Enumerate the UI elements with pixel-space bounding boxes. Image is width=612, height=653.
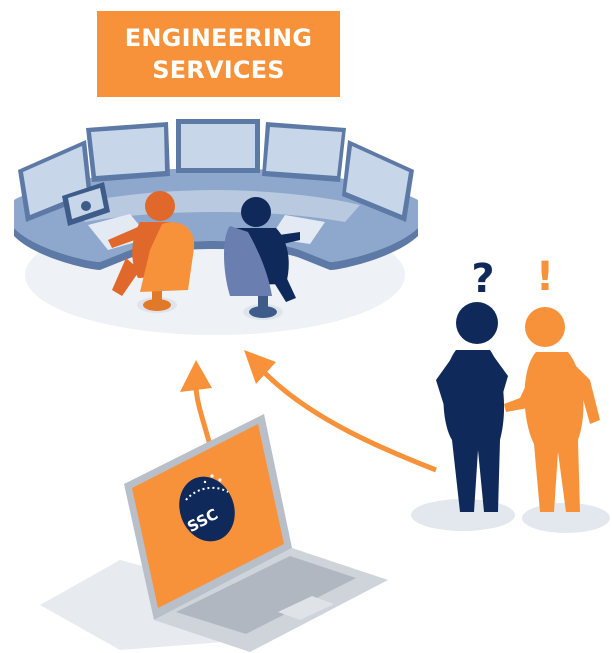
monitor-3 bbox=[176, 119, 260, 173]
operator-navy bbox=[224, 197, 300, 320]
laptop-touchpad bbox=[278, 596, 334, 620]
title-banner: ENGINEERING SERVICES bbox=[97, 11, 340, 97]
person-orange bbox=[504, 307, 600, 512]
arrow-people-head bbox=[244, 350, 276, 384]
arrow-laptop-head bbox=[180, 360, 212, 392]
small-monitor bbox=[62, 182, 110, 226]
console-desk-edge bbox=[14, 228, 418, 270]
monitor-2 bbox=[86, 122, 170, 182]
title-line-1: ENGINEERING bbox=[124, 24, 313, 52]
operator-orange bbox=[108, 191, 195, 313]
ssc-logo bbox=[179, 474, 235, 542]
person-icon bbox=[411, 302, 610, 533]
arrow-laptop-shaft bbox=[193, 385, 213, 446]
arrow-people-shaft bbox=[260, 368, 437, 473]
exclamation-mark: ! bbox=[536, 254, 554, 300]
laptop-keyboard bbox=[176, 556, 356, 634]
console-desk-top bbox=[70, 190, 360, 222]
laptop-icon bbox=[40, 414, 388, 652]
arrow-icon bbox=[180, 350, 437, 473]
control-room-icon bbox=[14, 119, 418, 335]
title-line-2: SERVICES bbox=[152, 56, 285, 84]
monitor-5 bbox=[342, 140, 414, 222]
operator-icon bbox=[108, 191, 300, 320]
person-navy bbox=[436, 302, 508, 512]
monitor-4 bbox=[262, 122, 346, 182]
question-mark: ? bbox=[471, 256, 494, 302]
